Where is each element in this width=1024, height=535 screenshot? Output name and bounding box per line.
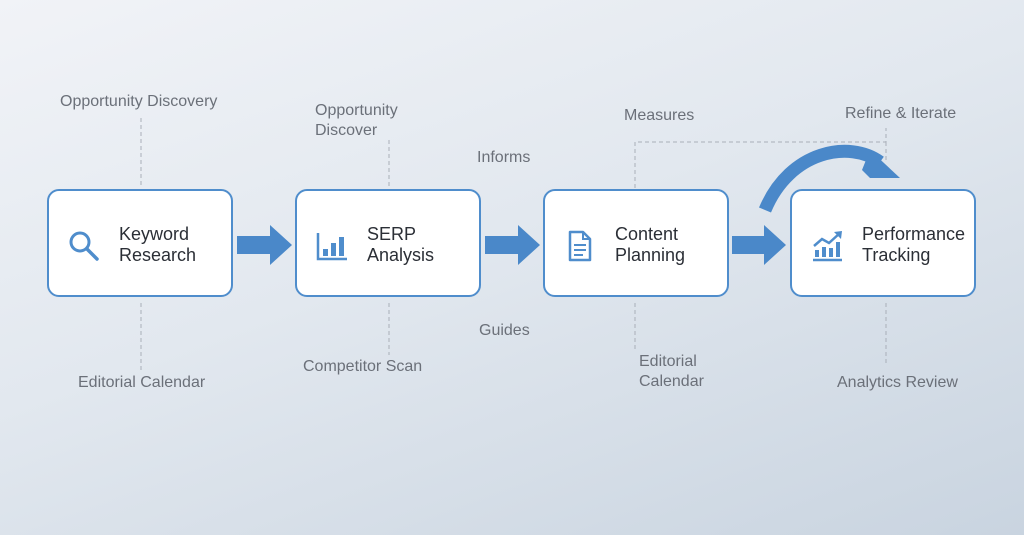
search-icon [69,231,99,261]
curved-arrow-head [862,150,900,178]
label-editorial-calendar: Editorial Calendar [78,374,206,391]
label-refine-iterate: Refine & Iterate [845,105,957,122]
step-title: SERP [367,224,417,244]
label-discover: Discover [315,122,378,139]
step-title: Keyword [119,224,190,244]
dashed-connector [634,128,887,188]
label-editorial: Editorial [639,353,697,370]
arrow-right [485,225,540,265]
trend-chart-icon [813,231,842,262]
step-title: Analysis [367,245,435,265]
step-title: Planning [615,245,686,265]
label-analytics-review: Analytics Review [837,374,958,391]
label-calendar: Calendar [639,373,704,390]
label-opportunity-discovery: Opportunity Discovery [60,93,218,110]
label-measures: Measures [624,107,695,124]
step-title: Research [119,245,197,265]
arrow-right [237,225,292,265]
label-competitor-scan: Competitor Scan [303,358,423,375]
label-guides: Guides [479,322,530,339]
label-opportunity: Opportunity [315,102,398,119]
arrow-right [732,225,786,265]
bar-chart-icon [316,233,347,261]
step-title: Tracking [862,245,931,265]
step-title: Performance [862,224,966,244]
document-icon [568,230,592,262]
label-informs: Informs [477,149,531,166]
step-title: Content [615,224,679,244]
